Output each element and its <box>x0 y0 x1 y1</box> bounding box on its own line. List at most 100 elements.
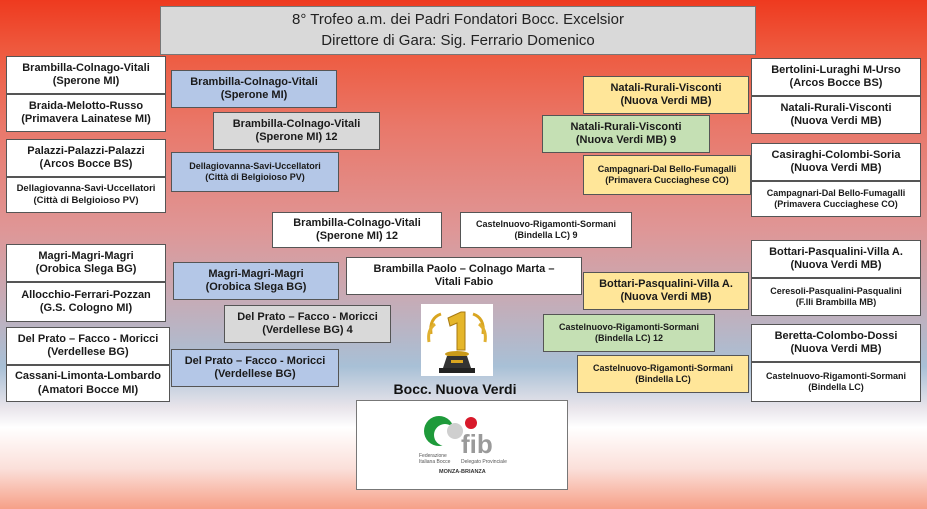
team-club: (Sperone MI) <box>52 75 120 87</box>
team-name: Natali-Rurali-Visconti <box>570 120 682 133</box>
team-club: (Nuova Verdi MB) <box>790 343 882 355</box>
right-r1-team-2: Natali-Rurali-Visconti (Nuova Verdi MB) <box>751 96 921 134</box>
team-name: Natali-Rurali-Visconti <box>780 101 892 114</box>
winner-club-label: Bocc. Nuova Verdi <box>393 381 517 397</box>
right-r1-team-7: Beretta-Colombo-Dossi (Nuova Verdi MB) <box>751 324 921 362</box>
team-club: (Primavera Cucciaghese CO) <box>605 175 729 185</box>
right-r3-team-1: Natali-Rurali-Visconti (Nuova Verdi MB) … <box>542 115 710 153</box>
team-club: (Arcos Bocce BS) <box>39 158 133 170</box>
trophy-icon <box>421 304 493 376</box>
team-name: Campagnari-Dal Bello-Fumagalli <box>597 164 737 175</box>
team-name: Allocchio-Ferrari-Pozzan <box>21 288 151 301</box>
team-club: (Bindella LC) <box>635 374 691 384</box>
team-name: Dellagiovanna-Savi-Uccellatori <box>189 161 321 172</box>
team-club: (Nuova Verdi MB) <box>790 259 882 271</box>
right-r2-team-1: Natali-Rurali-Visconti (Nuova Verdi MB) <box>583 76 749 114</box>
team-club: (Sperone MI) 12 <box>255 131 338 143</box>
team-club: (Verdellese BG) <box>47 346 129 358</box>
team-club: (Amatori Bocce MI) <box>37 383 139 396</box>
team-club: (Orobica Slega BG) <box>205 281 307 293</box>
team-name: Beretta-Colombo-Dossi <box>774 329 898 342</box>
team-name: Ceresoli-Pasqualini-Pasqualini <box>770 286 902 297</box>
right-r1-team-4: Campagnari-Dal Bello-Fumagalli (Primaver… <box>751 181 921 217</box>
team-name: Magri-Magri-Magri <box>208 267 304 280</box>
left-r2-team-1: Brambilla-Colnago-Vitali (Sperone MI) <box>171 70 337 108</box>
left-r1-team-5: Magri-Magri-Magri (Orobica Slega BG) <box>6 244 166 282</box>
team-name: Bertolini-Luraghi M-Urso <box>771 63 901 76</box>
right-r1-team-3: Casiraghi-Colombi-Soria (Nuova Verdi MB) <box>751 143 921 181</box>
right-r1-team-5: Bottari-Pasqualini-Villa A. (Nuova Verdi… <box>751 240 921 278</box>
team-name: Dellagiovanna-Savi-Uccellatori <box>16 183 156 195</box>
team-club: (Città di Belgioioso PV) <box>205 172 305 182</box>
team-club: (Primavera Cucciaghese CO) <box>774 199 898 209</box>
winner-players-line-2: Vitali Fabio <box>434 276 494 288</box>
team-club: (Nuova Verdi MB) <box>790 162 882 174</box>
team-name: Bottari-Pasqualini-Villa A. <box>769 245 903 258</box>
team-club: (Arcos Bocce BS) <box>789 77 883 89</box>
team-club: (Nuova Verdi MB) 9 <box>575 134 677 146</box>
left-final-team: Brambilla-Colnago-Vitali (Sperone MI) 12 <box>272 212 442 248</box>
team-name: Del Prato – Facco - Moricci <box>237 310 378 323</box>
team-club: (Bindella LC) 12 <box>594 333 663 343</box>
right-r1-team-6: Ceresoli-Pasqualini-Pasqualini (F.lli Br… <box>751 278 921 316</box>
winner-players: Brambilla Paolo – Colnago Marta – Vitali… <box>346 257 582 295</box>
left-r2-team-2: Dellagiovanna-Savi-Uccellatori (Città di… <box>171 152 339 192</box>
left-r1-team-7: Del Prato – Facco - Moricci (Verdellese … <box>6 327 170 365</box>
logo-line-4: MONZA-BRIANZA <box>439 469 486 475</box>
team-name: Del Prato – Facco - Moricci <box>184 354 326 367</box>
title-line-2: Direttore di Gara: Sig. Ferrario Domenic… <box>321 31 595 49</box>
team-club: (Verdellese BG) <box>214 368 296 380</box>
team-club: (Bindella LC) 9 <box>514 230 578 240</box>
team-club: (G.S. Cologno MI) <box>39 302 133 314</box>
team-club: (Nuova Verdi MB) <box>620 95 712 107</box>
right-r1-team-8: Castelnuovo-Rigamonti-Sormani (Bindella … <box>751 362 921 402</box>
team-name: Castelnuovo-Rigamonti-Sormani <box>765 371 906 382</box>
team-name: Del Prato – Facco - Moricci <box>17 332 159 345</box>
logo-brand: fib <box>461 429 493 459</box>
left-r2-team-3: Magri-Magri-Magri (Orobica Slega BG) <box>173 262 339 300</box>
left-r1-team-8: Cassani-Limonta-Lombardo (Amatori Bocce … <box>6 365 170 402</box>
right-r3-team-2: Castelnuovo-Rigamonti-Sormani (Bindella … <box>543 314 715 352</box>
team-club: (Verdellese BG) 4 <box>262 324 353 336</box>
team-name: Bottari-Pasqualini-Villa A. <box>599 277 733 290</box>
logo-line-1: Federazione <box>419 453 447 459</box>
page-title: 8° Trofeo a.m. dei Padri Fondatori Bocc.… <box>160 6 756 55</box>
team-club: (Bindella LC) <box>808 382 864 392</box>
left-r1-team-2: Braida-Melotto-Russo (Primavera Lainates… <box>6 94 166 132</box>
team-club: (Primavera Lainatese MI) <box>21 113 151 125</box>
team-name: Casiraghi-Colombi-Soria <box>771 148 901 161</box>
right-final-team: Castelnuovo-Rigamonti-Sormani (Bindella … <box>460 212 632 248</box>
team-name: Braida-Melotto-Russo <box>28 99 144 112</box>
team-club: (Nuova Verdi MB) <box>790 115 882 127</box>
team-name: Magri-Magri-Magri <box>38 249 134 262</box>
left-r1-team-4: Dellagiovanna-Savi-Uccellatori (Città di… <box>6 177 166 213</box>
team-club: (Città di Belgioioso PV) <box>33 195 139 206</box>
left-r3-team-1: Brambilla-Colnago-Vitali (Sperone MI) 12 <box>213 112 380 150</box>
right-r2-team-2: Campagnari-Dal Bello-Fumagalli (Primaver… <box>583 155 751 195</box>
team-name: Brambilla-Colnago-Vitali <box>22 61 150 74</box>
team-name: Castelnuovo-Rigamonti-Sormani <box>558 322 699 333</box>
team-club: (Orobica Slega BG) <box>35 263 137 275</box>
team-name: Brambilla-Colnago-Vitali <box>190 75 318 88</box>
team-name: Brambilla-Colnago-Vitali <box>293 216 421 229</box>
fib-logo: fib Federazione Italiana Bocce Delegato … <box>356 400 568 490</box>
left-r3-team-2: Del Prato – Facco - Moricci (Verdellese … <box>224 305 391 343</box>
left-r1-team-3: Palazzi-Palazzi-Palazzi (Arcos Bocce BS) <box>6 139 166 177</box>
logo-line-2: Italiana Bocce <box>419 459 451 465</box>
team-club: (Nuova Verdi MB) <box>620 291 712 303</box>
left-r1-team-6: Allocchio-Ferrari-Pozzan (G.S. Cologno M… <box>6 282 166 322</box>
team-club: (F.lli Brambilla MB) <box>795 297 877 307</box>
team-club: (Sperone MI) 12 <box>316 230 398 242</box>
team-club: (Sperone MI) <box>220 89 288 101</box>
left-r1-team-1: Brambilla-Colnago-Vitali (Sperone MI) <box>6 56 166 94</box>
team-name: Brambilla-Colnago-Vitali <box>232 117 361 130</box>
right-r2-team-4: Castelnuovo-Rigamonti-Sormani (Bindella … <box>577 355 749 393</box>
logo-line-3: Delegato Provinciale <box>461 459 507 465</box>
right-r1-team-1: Bertolini-Luraghi M-Urso (Arcos Bocce BS… <box>751 58 921 96</box>
team-name: Cassani-Limonta-Lombardo <box>14 370 162 383</box>
team-name: Natali-Rurali-Visconti <box>610 81 722 94</box>
team-name: Campagnari-Dal Bello-Fumagalli <box>766 188 906 199</box>
team-name: Castelnuovo-Rigamonti-Sormani <box>592 363 733 374</box>
left-r2-team-4: Del Prato – Facco - Moricci (Verdellese … <box>171 349 339 387</box>
